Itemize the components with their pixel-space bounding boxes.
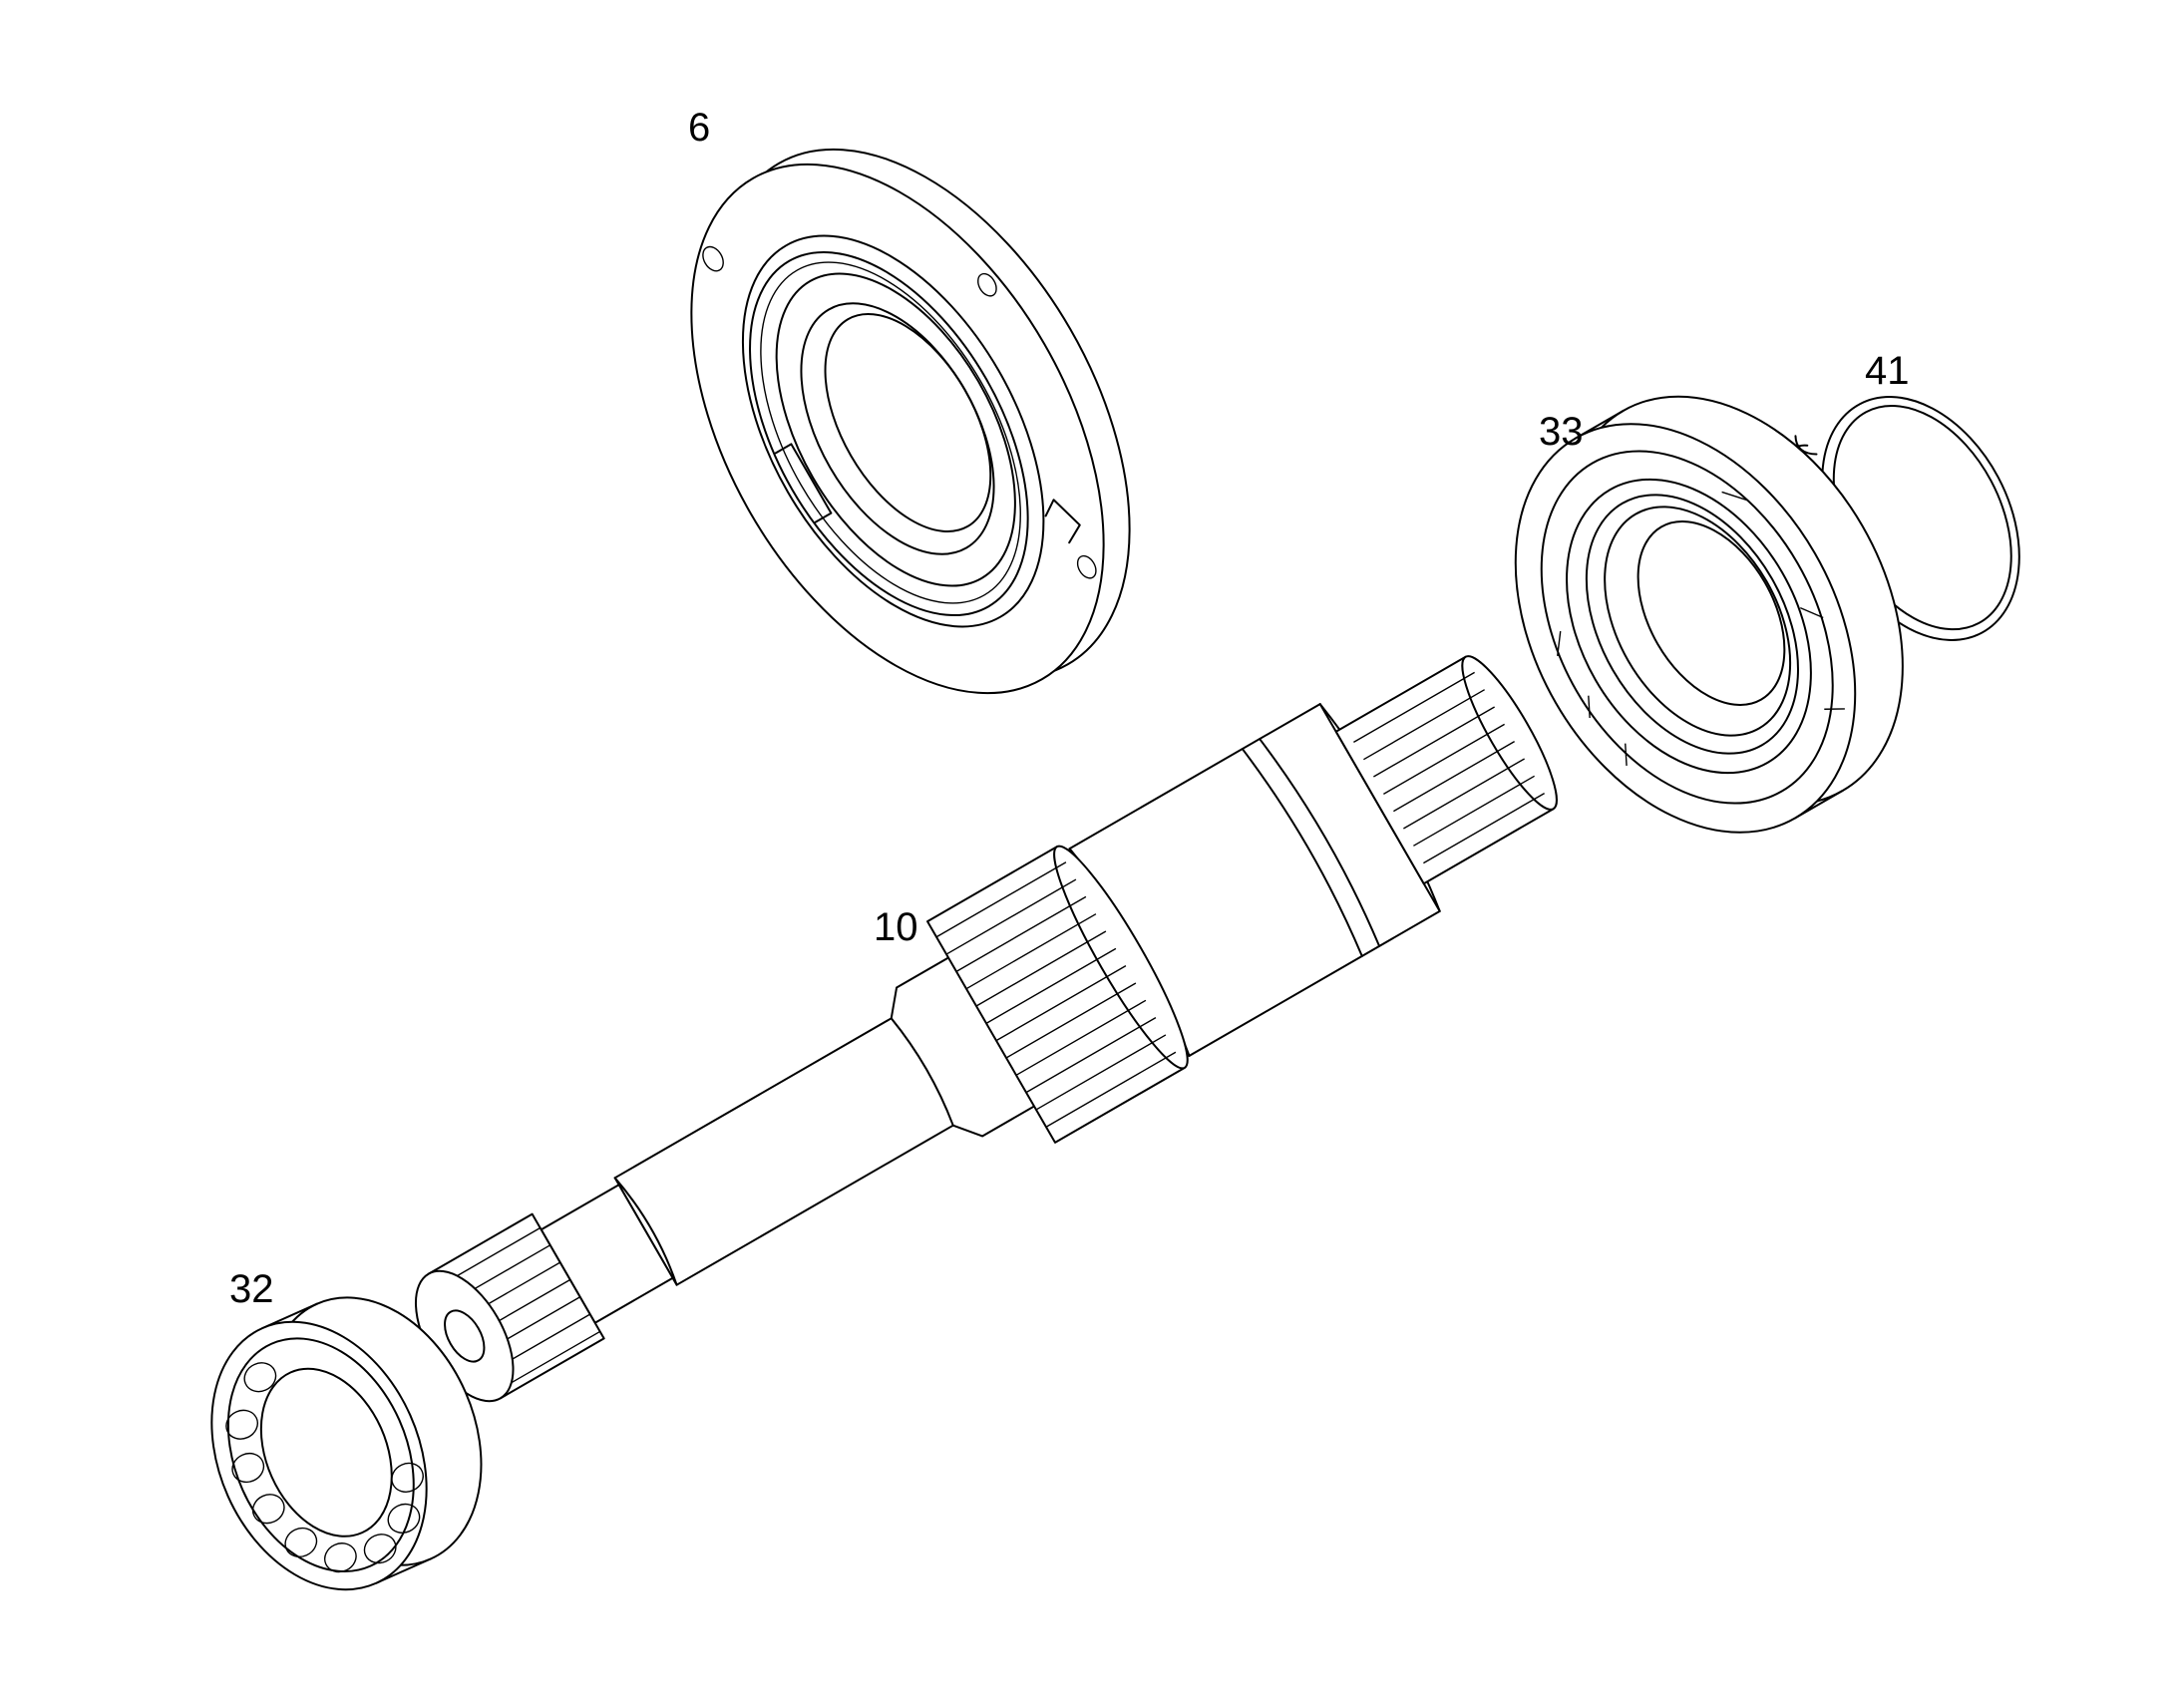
callout-41: 41 [1865,349,1910,393]
callout-6: 6 [688,106,711,150]
callout-32: 32 [229,1267,274,1311]
shaft-part [414,655,1558,1403]
callout-10: 10 [874,905,918,949]
seal-flange-part [690,148,1131,695]
roller-bearing-part [210,1296,483,1591]
ball-bearing-part [1514,395,1904,834]
callout-33: 33 [1539,410,1584,454]
